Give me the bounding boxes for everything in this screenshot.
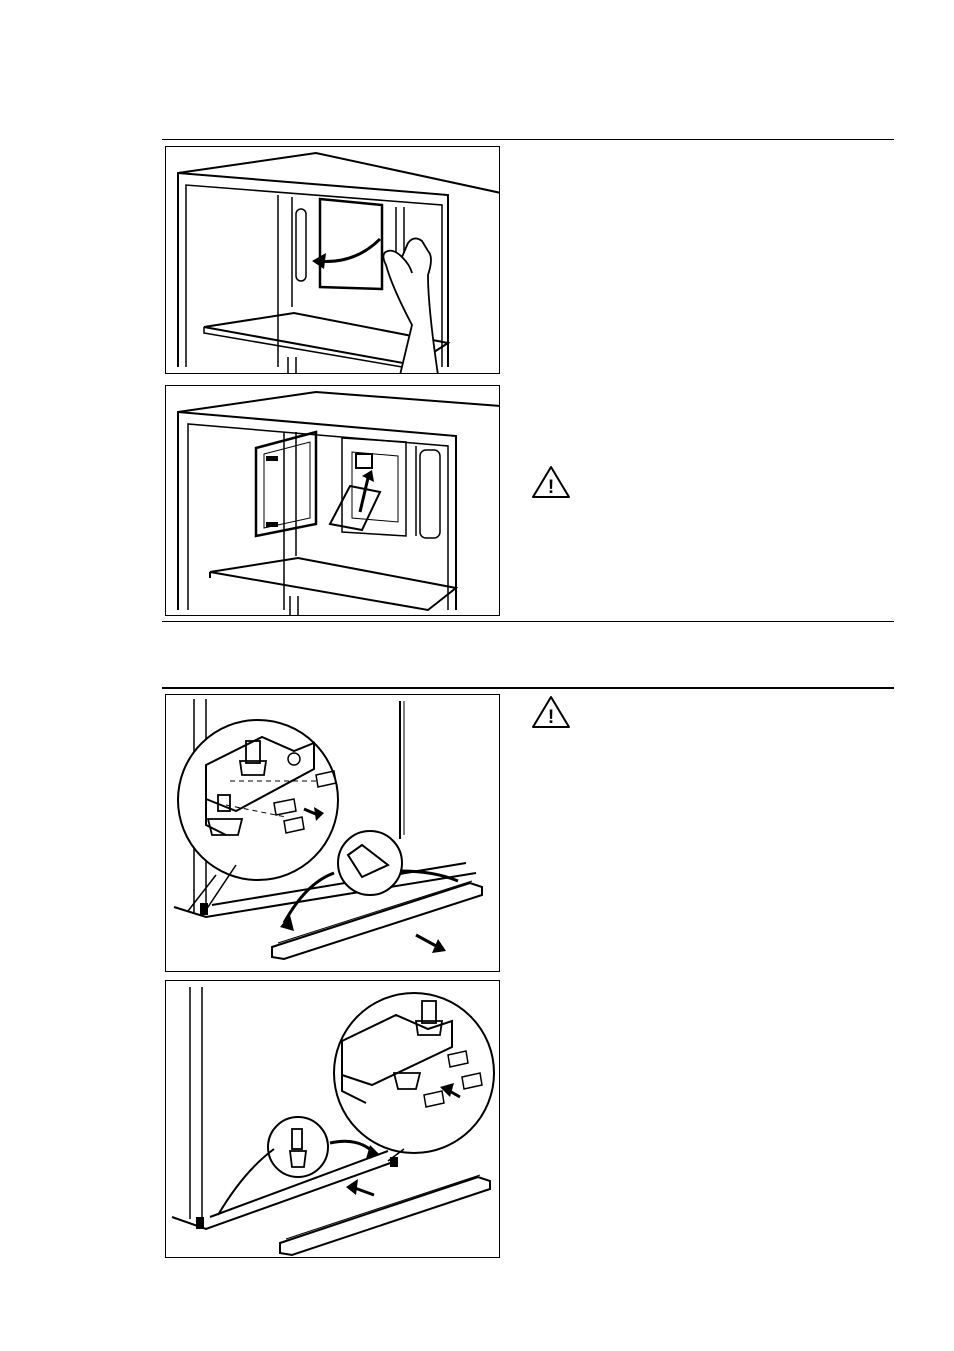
- section-rule-top: [162, 139, 894, 140]
- remove-light-cover-illustration: [166, 386, 500, 616]
- section-rule-middle: [162, 621, 894, 622]
- figure-remove-light-cover: [165, 385, 500, 616]
- svg-text:!: !: [548, 477, 554, 498]
- figure-remove-plinth: [165, 694, 500, 972]
- section-rule-lower: [162, 687, 894, 689]
- figure-install-plinth: [165, 980, 500, 1258]
- figure-open-cover: [165, 146, 500, 374]
- remove-plinth-brackets-illustration: [166, 695, 500, 972]
- svg-text:!: !: [548, 707, 554, 728]
- warning-triangle-icon: !: [530, 694, 572, 730]
- warning-triangle-icon: !: [530, 464, 572, 500]
- hand-opening-cover-illustration: [166, 147, 500, 374]
- install-plinth-brackets-illustration: [166, 981, 500, 1258]
